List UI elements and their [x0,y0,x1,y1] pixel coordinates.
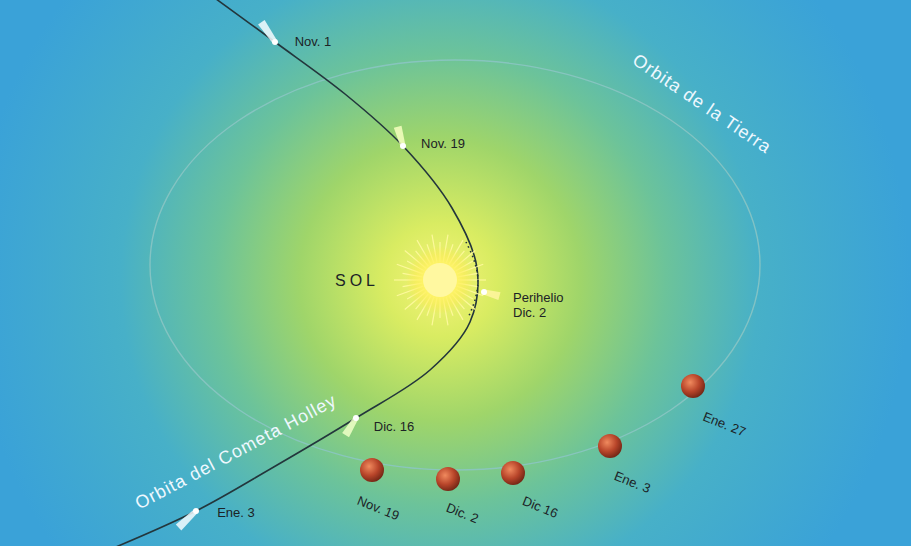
date-label: Dic 16 [520,494,560,522]
date-label: Ene. 27 [700,410,747,441]
earth-planet [501,461,525,485]
comet-orbit-dotted [466,242,478,318]
date-label: Dic. 16 [374,420,414,435]
comet-orbit [104,0,478,546]
perihelion-label: Perihelio Dic. 2 [513,291,585,321]
comet-symbol [394,126,406,149]
comet-symbol [481,289,500,300]
comet-orbit-line [104,0,478,546]
comet-symbol [258,20,278,45]
date-label: Nov. 1 [295,35,332,50]
earth-planet [598,434,622,458]
sun-label: SOL [335,272,379,290]
earth-planet [436,467,460,491]
date-label: Nov. 19 [355,494,401,524]
earth-positions [360,374,705,491]
date-label: Dic. 2 [444,501,480,527]
comet-orbit-behind-sun [466,242,478,318]
date-label: Nov. 19 [421,137,465,152]
comet-symbol [342,415,359,437]
date-label: Ene. 3 [217,506,255,521]
earth-planet [681,374,705,398]
date-label: Ene. 3 [612,469,652,497]
orbit-name: Orbita de la Tierra [629,50,776,158]
orbit-name: Orbita del Cometa Holley [132,390,340,514]
comet-symbol [176,508,199,530]
earth-planet [360,458,384,482]
earth-orbit [150,60,760,470]
sun-symbol [394,235,486,326]
